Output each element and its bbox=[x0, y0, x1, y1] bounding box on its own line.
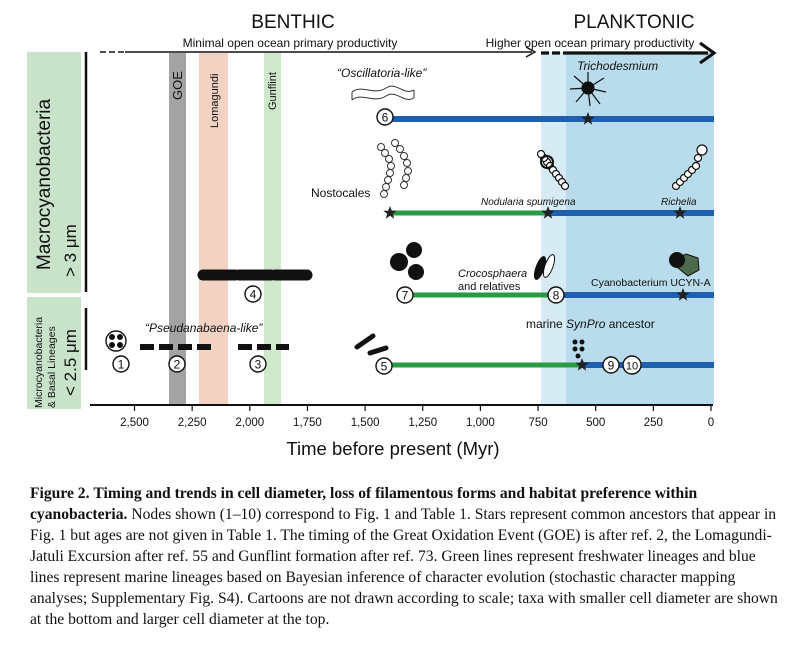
node-10: 10 bbox=[622, 355, 642, 375]
ucyn-label: Cyanobacterium UCYN-A bbox=[591, 277, 711, 289]
star-nostocales-root bbox=[383, 206, 397, 219]
crocosphaera-label-2: and relatives bbox=[458, 281, 521, 293]
oscillatoria-cartoon bbox=[351, 85, 415, 101]
planktonic-label: PLANKTONIC bbox=[573, 12, 694, 33]
productivity-right-label: Higher open ocean primary productivity bbox=[486, 36, 695, 50]
richelia-cartoon bbox=[671, 144, 708, 191]
planktonic-shade bbox=[566, 52, 714, 404]
nodularia-label: Nodularia spumigena bbox=[481, 197, 576, 208]
micro-size-label: < 2.5 μm bbox=[61, 329, 80, 396]
nostocales-cartoon bbox=[377, 139, 412, 198]
nostocales-label: Nostocales bbox=[311, 186, 370, 200]
node-8: 8 bbox=[547, 286, 565, 304]
node-2: 2 bbox=[168, 355, 186, 373]
x-tick-label: 1,750 bbox=[293, 417, 322, 429]
x-tick-label: 750 bbox=[528, 417, 547, 429]
node-5: 5 bbox=[375, 357, 393, 375]
x-tick-label: 0 bbox=[708, 417, 714, 429]
x-tick-label: 1,000 bbox=[466, 417, 495, 429]
node-4: 4 bbox=[244, 285, 262, 303]
x-tick-label: 250 bbox=[644, 417, 663, 429]
x-tick-label: 2,000 bbox=[235, 417, 264, 429]
x-tick-label: 2,250 bbox=[178, 417, 207, 429]
gunflint-label: Gunflint bbox=[267, 72, 279, 110]
goe-label: GOE bbox=[170, 71, 185, 100]
synpro-cartoon bbox=[572, 339, 585, 359]
oscillatoria-label: “Oscillatoria-like” bbox=[337, 66, 427, 80]
planktonic-shade-light bbox=[541, 52, 567, 404]
synpro-label: marine SynPro ancestor bbox=[526, 317, 655, 331]
macro-size-label: > 3 μm bbox=[61, 224, 80, 277]
svg-text:6: 6 bbox=[382, 111, 389, 125]
svg-text:3: 3 bbox=[255, 358, 262, 372]
lomagundi-label: Lomagundi bbox=[209, 74, 221, 128]
svg-text:10: 10 bbox=[626, 361, 638, 373]
time-arrow-thick-head bbox=[699, 41, 717, 65]
x-tick-label: 2,500 bbox=[120, 417, 149, 429]
macro-group-label: Macrocyanobacteria bbox=[34, 98, 55, 270]
pseudanabaena-label: “Pseudanabaena-like” bbox=[145, 321, 263, 335]
crocosphaera-cartoon bbox=[390, 242, 424, 280]
trichodesmium-label: Trichodesmium bbox=[577, 59, 658, 73]
ucyn-cartoon bbox=[669, 252, 700, 277]
x-tick-label: 1,500 bbox=[351, 417, 380, 429]
richelia-label: Richelia bbox=[661, 197, 697, 208]
time-arrow-thin-head bbox=[525, 46, 537, 58]
trichodesmium-cartoon bbox=[569, 72, 607, 107]
node-6: 6 bbox=[376, 108, 394, 126]
node-1: 1 bbox=[112, 355, 130, 373]
micro-group-label-2: & Basal Lineages bbox=[46, 326, 58, 408]
caption-title: Timing and trends in cell diameter, loss… bbox=[30, 485, 698, 523]
figure-2-timeline: GOE Lomagundi Gunflint BENTHIC PLANKTONI… bbox=[27, 12, 717, 459]
x-axis-title: Time before present (Myr) bbox=[286, 438, 499, 459]
crocosphaera-relatives-cartoon bbox=[533, 254, 556, 280]
lineage-5-cartoon bbox=[354, 333, 389, 356]
pseudanabaena-cartoon bbox=[105, 330, 127, 352]
nodularia-cartoon bbox=[536, 149, 570, 191]
caption-body: Nodes shown (1–10) correspond to Fig. 1 … bbox=[30, 506, 778, 628]
svg-text:1: 1 bbox=[118, 358, 125, 372]
svg-text:9: 9 bbox=[608, 359, 615, 373]
svg-text:8: 8 bbox=[553, 289, 560, 303]
figure-caption: Figure 2. Timing and trends in cell diam… bbox=[30, 483, 782, 630]
svg-text:4: 4 bbox=[250, 288, 257, 302]
caption-label: Figure 2. bbox=[30, 485, 90, 502]
gunflint-band bbox=[264, 53, 281, 404]
svg-text:2: 2 bbox=[174, 358, 181, 372]
svg-text:5: 5 bbox=[381, 360, 388, 374]
micro-group-label-1: Microcyanobacteria bbox=[33, 317, 45, 408]
svg-text:7: 7 bbox=[402, 289, 409, 303]
node-3: 3 bbox=[249, 355, 267, 373]
macro-group-box bbox=[27, 52, 81, 293]
x-axis-ticks: 2,500 2,250 2,000 1,750 1,500 1,250 1,000 750 50… bbox=[120, 405, 714, 429]
productivity-left-label: Minimal open ocean primary productivity bbox=[183, 36, 398, 50]
node-7: 7 bbox=[396, 286, 414, 304]
micro-group-box bbox=[27, 297, 81, 409]
goe-band bbox=[169, 53, 186, 404]
benthic-label: BENTHIC bbox=[251, 12, 334, 33]
node-9: 9 bbox=[602, 356, 620, 374]
x-tick-label: 500 bbox=[586, 417, 605, 429]
crocosphaera-label-1: Crocosphaera bbox=[458, 268, 527, 280]
x-tick-label: 1,250 bbox=[408, 417, 437, 429]
